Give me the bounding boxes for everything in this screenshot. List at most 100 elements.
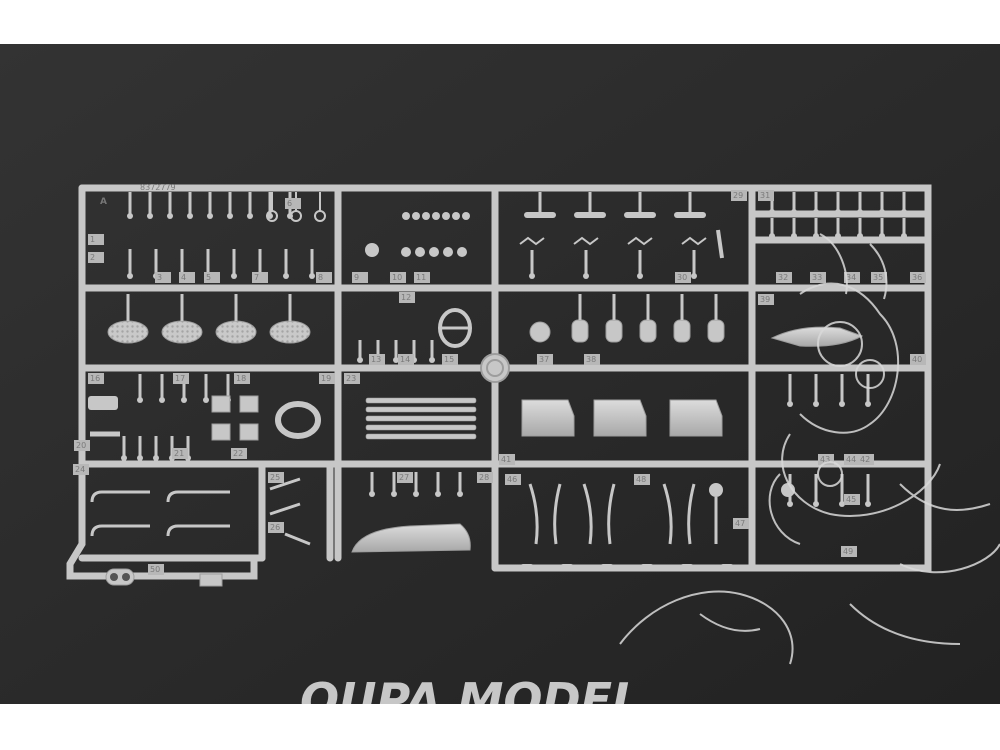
part-number-tab xyxy=(871,272,887,283)
bead-part xyxy=(412,212,420,220)
part-number: 10 xyxy=(392,273,402,282)
stub-part xyxy=(640,564,654,570)
small-part xyxy=(137,397,143,403)
small-part xyxy=(121,455,127,461)
small-part xyxy=(519,236,545,246)
part-number: 48 xyxy=(636,475,646,484)
part-number: 17 xyxy=(175,374,185,383)
part-number-tab xyxy=(858,454,874,465)
bracket-part xyxy=(707,319,725,343)
plate-part xyxy=(239,395,259,413)
small-part xyxy=(791,233,797,239)
small-part xyxy=(583,273,589,279)
small-part xyxy=(529,273,535,279)
part-number-tab xyxy=(234,373,250,384)
plate-part xyxy=(211,423,231,441)
watermark-text: OUPA MODEL xyxy=(300,673,641,704)
part-number: 31 xyxy=(760,191,770,200)
plate-part xyxy=(574,212,606,218)
barrel-part xyxy=(365,433,477,440)
bead-part xyxy=(452,212,460,220)
part-number: 19 xyxy=(321,374,331,383)
part-number: 4 xyxy=(181,273,186,282)
small-part xyxy=(457,491,463,497)
small-part xyxy=(901,233,907,239)
part-number-tab xyxy=(155,272,171,283)
small-part xyxy=(839,401,845,407)
part-number-tab xyxy=(252,272,268,283)
part-number-tab xyxy=(285,198,301,209)
part-number: 11 xyxy=(416,273,426,282)
part-number-tab xyxy=(844,494,860,505)
small-part xyxy=(181,397,187,403)
part-number: 49 xyxy=(843,547,853,556)
small-part xyxy=(203,397,209,403)
small-part xyxy=(627,236,653,246)
bracket-part xyxy=(605,319,623,343)
part-number-tab xyxy=(758,294,774,305)
part-number-tab xyxy=(758,190,774,201)
hole xyxy=(110,573,118,581)
small-part xyxy=(127,213,133,219)
part-number-tab xyxy=(148,564,164,575)
block-part xyxy=(88,396,118,410)
small-part xyxy=(309,273,315,279)
panel-part xyxy=(593,399,647,437)
small-part xyxy=(835,209,841,215)
part-number: 32 xyxy=(778,273,788,282)
part-number-tab xyxy=(352,272,368,283)
part-number: 44 xyxy=(846,455,856,464)
stub-part xyxy=(720,564,734,570)
part-number-tab xyxy=(841,546,857,557)
part-number-tab xyxy=(88,252,104,263)
part-number: 20 xyxy=(76,441,86,450)
part-number: 39 xyxy=(760,295,770,304)
part-number: 13 xyxy=(371,355,381,364)
part-number: 2 xyxy=(90,253,95,262)
panel-part xyxy=(669,399,723,437)
sprue-hub xyxy=(480,353,510,383)
bead-part xyxy=(443,247,453,257)
small-part xyxy=(835,233,841,239)
part-number: 1 xyxy=(90,235,95,244)
small-part xyxy=(435,491,441,497)
part-number-tab xyxy=(910,354,926,365)
part-number-tab xyxy=(88,234,104,245)
bent-rod-part xyxy=(90,524,150,537)
bracket-part xyxy=(639,319,657,343)
part-number-tab xyxy=(390,272,406,283)
part-number-tab xyxy=(477,472,493,483)
small-part xyxy=(787,401,793,407)
small-part xyxy=(393,357,399,363)
part-number: 37 xyxy=(539,355,549,364)
part-number: 22 xyxy=(233,449,243,458)
bent-rod-part xyxy=(166,524,230,537)
bent-rod-part xyxy=(166,490,230,503)
barrel-part xyxy=(365,397,477,404)
part-number-tab xyxy=(675,272,691,283)
part-number: 7 xyxy=(254,273,259,282)
stub-part xyxy=(560,564,574,570)
part-number: 14 xyxy=(400,355,410,364)
fender-part xyxy=(351,523,471,553)
part-number-tab xyxy=(499,454,515,465)
part-number: 30 xyxy=(677,273,687,282)
part-number-tab xyxy=(268,522,284,533)
small-part xyxy=(787,501,793,507)
small-part xyxy=(813,401,819,407)
part-number-tab xyxy=(204,272,220,283)
part-number: 3 xyxy=(157,273,162,282)
part-number-tab xyxy=(844,454,860,465)
small-part xyxy=(865,401,871,407)
part-number: 21 xyxy=(174,449,184,458)
part-number: 9 xyxy=(354,273,359,282)
stub-part xyxy=(680,564,694,570)
strut-part xyxy=(528,483,562,545)
hole xyxy=(122,573,130,581)
part-number-tab xyxy=(369,354,385,365)
grille-part xyxy=(215,320,257,344)
knob-part xyxy=(365,243,379,257)
bead-part xyxy=(457,247,467,257)
rod-part xyxy=(716,229,724,259)
